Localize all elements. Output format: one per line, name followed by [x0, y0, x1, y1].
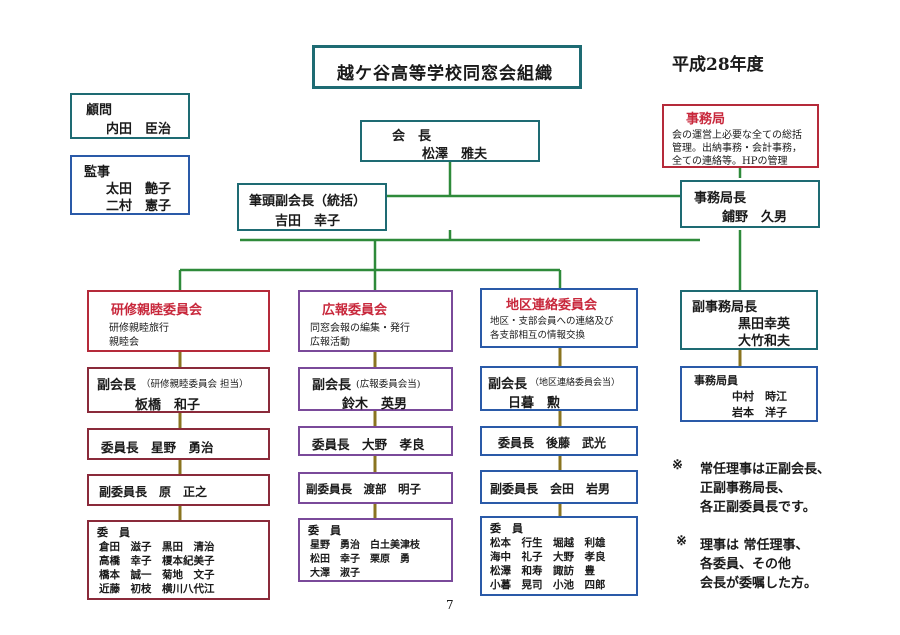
org-title-box: 越ケ谷高等学校同窓会組織 — [312, 45, 582, 89]
note-2-line: 各委員、その他 — [700, 557, 792, 572]
committee-district-vice-box: 副会長 （地区連絡委員会当） 日暮 勲 — [480, 366, 638, 411]
committee-training-member-row: 橋本 誠一 菊地 文子 — [99, 569, 215, 581]
committee-district-title: 地区連絡委員会 — [506, 298, 598, 313]
committee-training-title: 研修親睦委員会 — [111, 303, 203, 318]
note-1-line: 各正副委員長です。 — [700, 500, 816, 515]
deputy-secretariat-box: 副事務局長 黒田幸英 大竹和夫 — [680, 290, 818, 350]
deputy-secretariat-name-1: 黒田幸英 — [738, 317, 791, 332]
committee-district-desc-1: 地区・支部会員への連絡及び — [490, 316, 614, 327]
committee-district-member-row: 松澤 和寿 諏訪 豊 — [490, 565, 595, 577]
committee-district-chair: 委員長 後藤 武光 — [498, 436, 607, 450]
committee-district-vice-chair-box: 副委員長 会田 岩男 — [480, 470, 638, 504]
committee-training-vice-note: （研修親睦委員会 担当） — [141, 379, 249, 390]
committee-training-vice-box: 副会長 （研修親睦委員会 担当） 板橋 和子 — [87, 367, 270, 413]
committee-district-vice-chair: 副委員長 会田 岩男 — [490, 482, 611, 496]
vice-president-name: 吉田 幸子 — [275, 214, 341, 229]
page-number: 7 — [446, 598, 454, 612]
committee-training-vice-label: 副会長 — [97, 378, 137, 393]
committee-pr-members-label: 委 員 — [308, 524, 341, 537]
note-2-line: 理事は 常任理事、 — [700, 538, 809, 553]
committee-district-vice-label: 副会長 — [488, 377, 528, 392]
auditor-box: 監事 太田 艶子 二村 憲子 — [70, 155, 190, 215]
auditor-name-1: 太田 艶子 — [106, 182, 172, 197]
committee-training-vice-chair-box: 副委員長 原 正之 — [87, 474, 270, 506]
secretariat-desc-3: 全ての連絡等。HPの管理 — [672, 156, 788, 167]
committee-district-box: 地区連絡委員会 地区・支部会員への連絡及び 各支部相互の情報交換 — [480, 288, 638, 348]
secretariat-head-label: 事務局長 — [694, 191, 747, 206]
secretariat-staff-name-2: 岩本 洋子 — [732, 406, 787, 419]
note-1-line: 正副事務局長、 — [700, 481, 792, 496]
committee-pr-member-row: 大澤 淑子 — [310, 568, 360, 579]
committee-pr-vice-note: (広報委員会当) — [356, 379, 421, 390]
vice-president-box: 筆頭副会長（統括） 吉田 幸子 — [237, 183, 387, 231]
committee-pr-box: 広報委員会 同窓会報の編集・発行 広報活動 — [298, 290, 453, 352]
committee-district-member-row: 海中 礼子 大野 孝良 — [490, 551, 606, 563]
secretariat-desc-2: 管理。出納事務・会計事務， — [672, 143, 802, 154]
secretariat-staff-label: 事務局員 — [694, 374, 738, 387]
committee-district-chair-box: 委員長 後藤 武光 — [480, 426, 638, 456]
secretariat-desc-1: 会の運営上必要な全ての総括 — [672, 130, 802, 141]
committee-district-vice-note: （地区連絡委員会当） — [530, 378, 621, 388]
committee-pr-chair-box: 委員長 大野 孝良 — [298, 426, 453, 456]
committee-district-member-row: 松本 行生 堀越 利雄 — [490, 537, 606, 549]
advisor-label: 顧問 — [86, 103, 113, 118]
committee-training-member-row: 近藤 初枝 横川八代江 — [99, 583, 215, 595]
committee-training-chair: 委員長 星野 勇治 — [101, 440, 214, 455]
committee-pr-desc-2: 広報活動 — [310, 337, 350, 348]
committee-district-desc-2: 各支部相互の情報交換 — [490, 330, 586, 341]
committee-training-desc-2: 親睦会 — [109, 337, 139, 348]
committee-pr-title: 広報委員会 — [322, 303, 388, 318]
secretariat-box: 事務局 会の運営上必要な全ての総括 管理。出納事務・会計事務， 全ての連絡等。H… — [662, 104, 819, 168]
committee-pr-vice-label: 副会長 — [312, 378, 352, 393]
fiscal-year: 平成28年度 — [672, 55, 764, 75]
deputy-secretariat-label: 副事務局長 — [692, 300, 758, 315]
committee-pr-vice-box: 副会長 (広報委員会当) 鈴木 英男 — [298, 367, 453, 412]
deputy-secretariat-name-2: 大竹和夫 — [738, 334, 791, 349]
org-title: 越ケ谷高等学校同窓会組織 — [337, 64, 553, 84]
auditor-label: 監事 — [84, 165, 111, 180]
president-box: 会 長 松澤 雅夫 — [360, 120, 540, 162]
committee-pr-members-box: 委 員 星野 勇治 白土美津枝 松田 幸子 栗原 勇 大澤 淑子 — [298, 518, 453, 582]
vice-president-label: 筆頭副会長（統括） — [249, 194, 367, 209]
committee-training-member-row: 倉田 滋子 黒田 清治 — [99, 541, 215, 553]
committee-training-members-box: 委 員 倉田 滋子 黒田 清治 高橋 幸子 榎本紀美子 橋本 誠一 菊地 文子 … — [87, 520, 270, 600]
secretariat-staff-box: 事務局員 中村 時江 岩本 洋子 — [680, 366, 818, 422]
committee-training-vice-chair: 副委員長 原 正之 — [99, 485, 208, 499]
committee-pr-vice-chair: 副委員長 渡部 明子 — [306, 482, 421, 496]
secretariat-head-name: 鋪野 久男 — [722, 210, 788, 225]
committee-district-member-row: 小暮 晃司 小池 四郎 — [490, 579, 606, 591]
president-label: 会 長 — [392, 129, 432, 144]
committee-training-member-row: 高橋 幸子 榎本紀美子 — [99, 555, 215, 567]
committee-district-vice-name: 日暮 勲 — [508, 396, 561, 411]
committee-pr-chair: 委員長 大野 孝良 — [312, 437, 425, 452]
advisor-name: 内田 臣治 — [106, 122, 172, 137]
auditor-name-2: 二村 憲子 — [106, 199, 172, 214]
committee-training-desc-1: 研修親睦旅行 — [109, 323, 169, 334]
committee-pr-vice-chair-box: 副委員長 渡部 明子 — [298, 472, 453, 504]
note-1-mark: ※ — [672, 458, 683, 473]
committee-training-vice-name: 板橋 和子 — [135, 398, 201, 413]
secretariat-title: 事務局 — [686, 112, 726, 127]
president-name: 松澤 雅夫 — [422, 147, 488, 162]
committee-pr-member-row: 星野 勇治 白土美津枝 — [310, 540, 420, 551]
committee-training-chair-box: 委員長 星野 勇治 — [87, 428, 270, 460]
committee-training-box: 研修親睦委員会 研修親睦旅行 親睦会 — [87, 290, 270, 352]
note-2-mark: ※ — [676, 534, 687, 549]
committee-pr-member-row: 松田 幸子 栗原 勇 — [310, 554, 410, 565]
committee-pr-vice-name: 鈴木 英男 — [342, 397, 408, 412]
note-1-line: 常任理事は正副会長、 — [700, 462, 831, 477]
advisor-box: 顧問 内田 臣治 — [70, 93, 190, 139]
committee-training-members-label: 委 員 — [97, 526, 130, 539]
committee-district-members-label: 委 員 — [490, 522, 523, 535]
secretariat-head-box: 事務局長 鋪野 久男 — [680, 180, 820, 228]
secretariat-staff-name-1: 中村 時江 — [732, 390, 787, 403]
note-2-line: 会長が委嘱した方。 — [700, 576, 818, 591]
committee-district-members-box: 委 員 松本 行生 堀越 利雄 海中 礼子 大野 孝良 松澤 和寿 諏訪 豊 小… — [480, 516, 638, 596]
committee-pr-desc-1: 同窓会報の編集・発行 — [310, 323, 410, 334]
